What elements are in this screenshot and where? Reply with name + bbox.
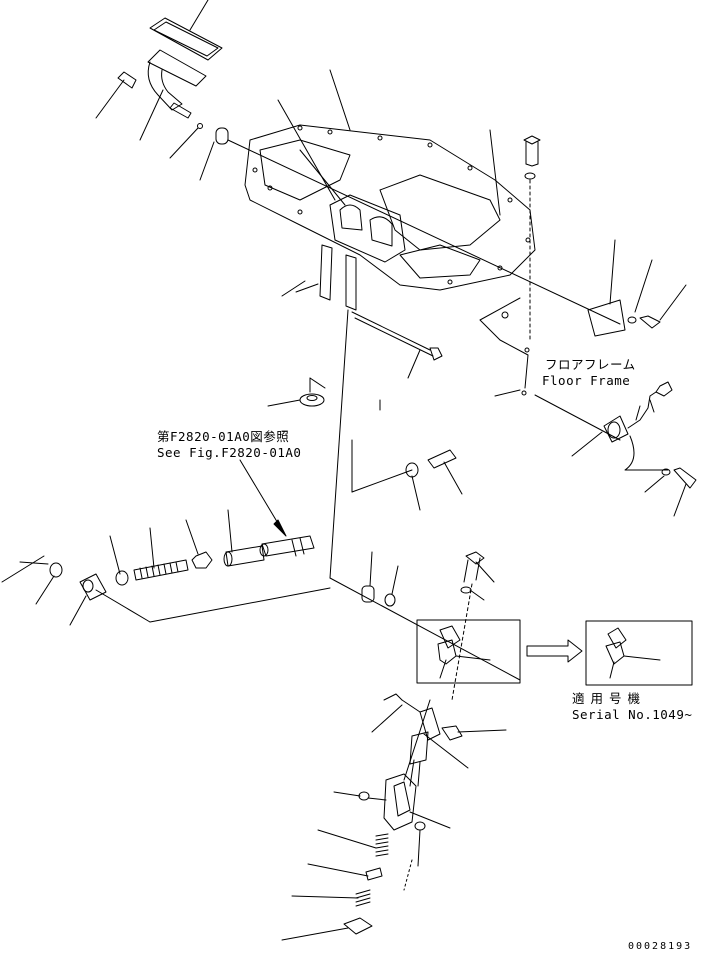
lower-bracket <box>333 773 451 831</box>
floor-frame <box>479 297 530 397</box>
linkage-line <box>149 587 331 623</box>
pedal-bracket <box>277 99 406 263</box>
pedal-bolt <box>95 71 137 119</box>
rubber-stopper <box>267 377 381 411</box>
support-brackets <box>281 244 357 311</box>
bushing <box>199 127 229 181</box>
rod-end <box>259 535 315 557</box>
drawing-number: 00028193 <box>628 941 693 952</box>
lever-bolt <box>451 551 495 701</box>
clevis-nut <box>1 555 63 605</box>
lever <box>437 625 491 679</box>
applicable-serial-label-jp: 適用号機 <box>572 691 647 706</box>
return-spring <box>317 829 389 857</box>
linkage-line <box>95 589 151 623</box>
spring-seat <box>307 863 383 881</box>
stopper-nut <box>405 462 421 511</box>
floor-frame-label-en: Floor Frame <box>542 373 631 388</box>
pedal-arm <box>139 49 207 141</box>
clevis <box>69 573 107 626</box>
floor-frame-plate <box>244 69 536 291</box>
pin-bushing <box>361 551 375 603</box>
see-fig-label-jp: 第F2820-01A0図参照 <box>157 429 290 444</box>
stopper-bolt <box>427 449 463 495</box>
detail-box <box>416 619 521 684</box>
shaft-axis-line <box>227 139 621 325</box>
leader-line <box>403 859 413 891</box>
snap-ring <box>384 565 399 607</box>
spring <box>291 889 371 907</box>
pedal-pad <box>149 0 223 61</box>
serial-number-label: Serial No.1049~ <box>572 707 693 722</box>
linkage-line <box>329 309 349 579</box>
adjusting-nut <box>109 535 129 586</box>
washer <box>414 821 426 867</box>
stopper-plate <box>281 917 373 941</box>
limit-switch <box>534 381 673 471</box>
turnbuckle <box>223 509 265 567</box>
linkage-line <box>329 577 521 681</box>
plate-bolt <box>489 129 541 341</box>
clevis-pin <box>441 725 507 741</box>
small-pin <box>169 123 203 159</box>
see-fig-label-en: See Fig.F2820-01A0 <box>157 445 302 460</box>
lock-nut <box>185 519 213 569</box>
leader-line <box>351 469 413 493</box>
reference-arrow <box>239 459 283 531</box>
switch-bolt <box>644 467 697 517</box>
variant-arrow <box>526 639 583 663</box>
reference-arrowhead <box>273 519 287 537</box>
threaded-rod <box>133 527 189 581</box>
floor-frame-label-jp: フロアフレーム <box>545 357 636 372</box>
cover-plate <box>587 239 687 337</box>
linkage-line <box>403 699 431 781</box>
lower-rod-clevis <box>371 693 469 787</box>
long-bolt <box>351 311 443 379</box>
lever-variant <box>605 627 661 679</box>
variant-box <box>585 620 693 686</box>
